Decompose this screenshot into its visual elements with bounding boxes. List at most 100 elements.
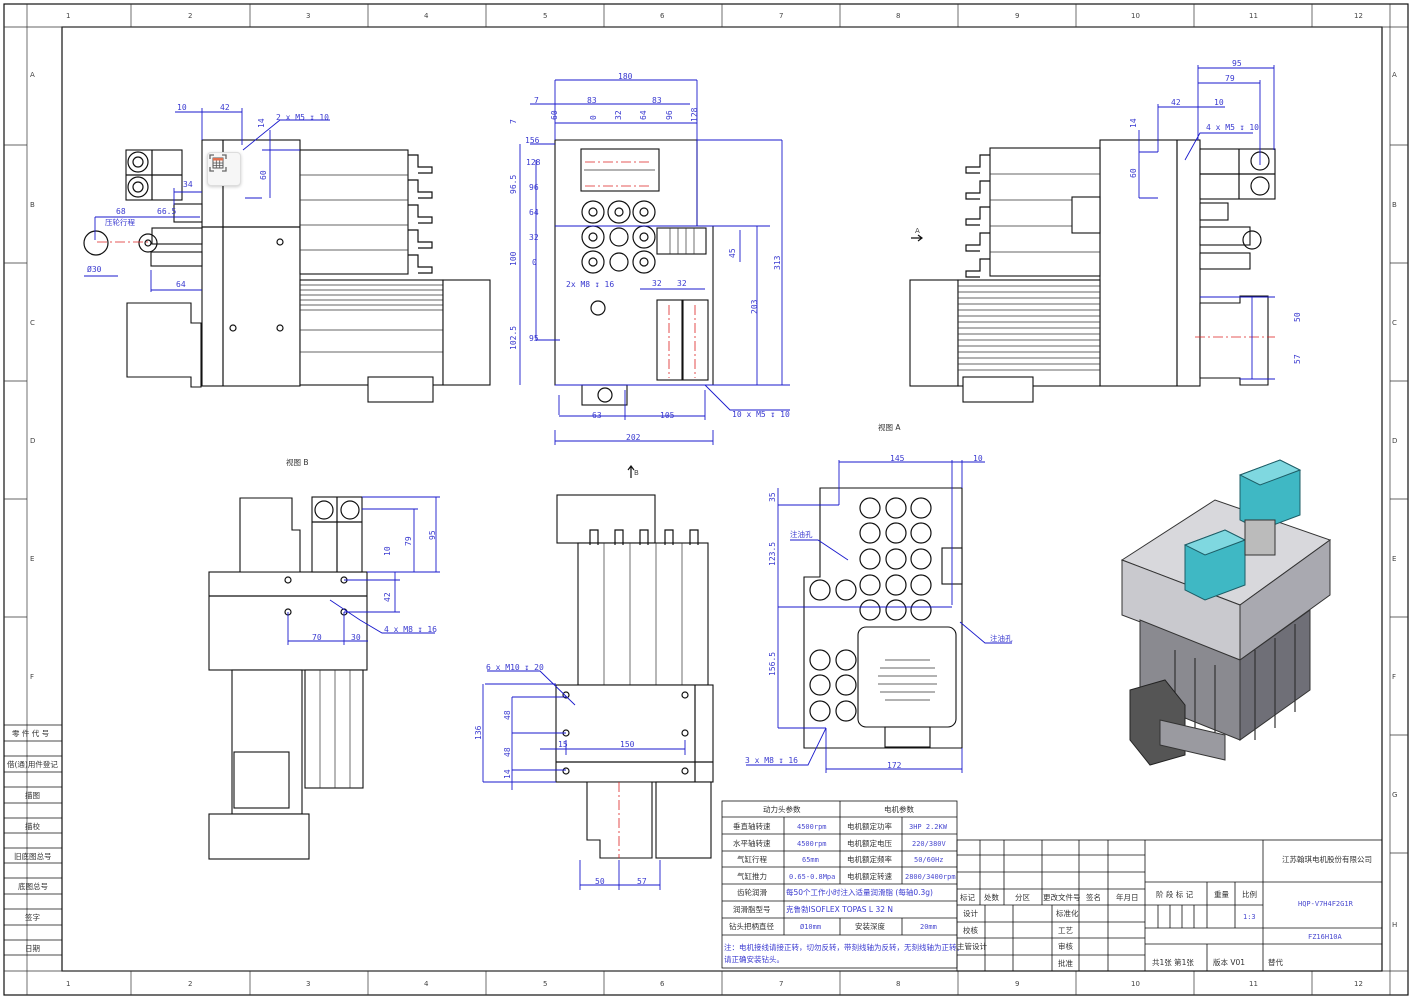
drawing-label: 145 bbox=[890, 454, 905, 463]
drawing-label: 0.65-0.8Mpa bbox=[789, 873, 835, 881]
isometric-3d-render bbox=[1120, 459, 1332, 766]
drawing-label: 63 bbox=[592, 411, 602, 420]
drawing-label: 垂直轴转速 bbox=[733, 821, 771, 831]
drawing-label: 6 x M10 ↧ 20 bbox=[486, 663, 544, 672]
drawing-label: 签字 bbox=[25, 912, 40, 922]
drawing-label: 10 bbox=[1214, 98, 1224, 107]
drawing-label: 50 bbox=[595, 877, 605, 886]
drawing-label: 7 bbox=[779, 12, 783, 20]
drawing-label: 注油孔 bbox=[790, 529, 813, 539]
drawing-label: 10 bbox=[177, 103, 187, 112]
drawing-label: 处数 bbox=[984, 892, 999, 902]
drawing-label: 2800/3400rpm bbox=[905, 873, 956, 881]
drawing-label: 电机额定频率 bbox=[847, 854, 892, 864]
drawing-label: 2 bbox=[188, 980, 192, 988]
drawing-label: 128 bbox=[526, 158, 541, 167]
drawing-label: 12 bbox=[1354, 12, 1363, 20]
drawing-label: 35 bbox=[768, 492, 777, 502]
drawing-label: HQP-V7H4F2G1R bbox=[1298, 900, 1354, 908]
drawing-label: 分区 bbox=[1015, 893, 1031, 902]
drawing-label: 阶 段 标 记 bbox=[1156, 889, 1194, 899]
drawing-label: 100 bbox=[509, 251, 518, 266]
drawing-label: 95 bbox=[428, 530, 437, 540]
drawing-label: 2 x M5 ↧ 10 bbox=[276, 113, 329, 122]
drawing-label: 83 bbox=[587, 96, 597, 105]
drawing-label: 克鲁勃ISOFLEX TOPAS L 32 N bbox=[786, 904, 893, 914]
drawing-label: F bbox=[30, 673, 34, 681]
top-view-center-dimensions: 180 7 83 83 60 0 32 64 96 128 7 156 128 … bbox=[509, 72, 790, 445]
drawing-label: 校核 bbox=[963, 925, 978, 935]
drawing-label: A bbox=[915, 227, 920, 235]
drawing-label: 64 bbox=[639, 110, 648, 120]
drawing-label: 标准化 bbox=[1056, 908, 1079, 918]
drawing-label: 主管设计 bbox=[957, 941, 987, 951]
drawing-label: 11 bbox=[1249, 12, 1258, 20]
drawing-label: 203 bbox=[750, 299, 759, 314]
drawing-label: 注：电机接线请接正转，切勿反转，带刻线轴为反转，无刻线轴为正转。 bbox=[724, 942, 964, 952]
drawing-label: 66.5 bbox=[157, 207, 176, 216]
drawing-label: 65mm bbox=[802, 856, 819, 864]
drawing-label: 4 x M8 ↧ 16 bbox=[384, 625, 437, 634]
drawing-label: 4500rpm bbox=[797, 823, 827, 831]
drawing-label: 20mm bbox=[920, 923, 937, 931]
zone-column-dividers bbox=[4, 4, 1408, 995]
drawing-label: E bbox=[30, 555, 34, 563]
drawing-label: 57 bbox=[1293, 354, 1302, 364]
drawing-label: 重量 bbox=[1214, 890, 1230, 899]
drawing-label: 10 bbox=[1131, 980, 1140, 988]
drawing-label: 审核 bbox=[1058, 941, 1074, 951]
drawing-label: 70 bbox=[312, 633, 322, 642]
zone-column-labels-top: 1 2 3 4 5 6 7 8 9 10 11 12 bbox=[66, 12, 1363, 20]
drawing-label: 江苏翰琪电机股份有限公司 bbox=[1282, 854, 1372, 864]
drawing-label: 6 bbox=[660, 980, 665, 988]
drawing-label: 42 bbox=[220, 103, 230, 112]
drawing-label: 156 bbox=[525, 136, 540, 145]
drawing-label: D bbox=[1392, 437, 1397, 445]
drawing-label: 1 bbox=[66, 980, 70, 988]
drawing-label: 50/60Hz bbox=[914, 856, 944, 864]
front-view-left-dimensions: 95 79 10 42 4 x M8 ↧ 16 70 30 bbox=[287, 496, 440, 645]
drawing-label: B bbox=[1392, 201, 1397, 209]
drawing-label: 设计 bbox=[963, 908, 978, 918]
drawing-label: 32 bbox=[677, 279, 687, 288]
drawing-label: 电机额定转速 bbox=[847, 871, 892, 881]
title-block: 标记 处数 分区 更改文件号 签名 年月日 设计 校核 主管设计 标准化 工艺 … bbox=[956, 839, 1383, 972]
drawing-label: 64 bbox=[176, 280, 186, 289]
drawing-label: D bbox=[30, 437, 35, 445]
drawing-label: 每50个工作小时注入适量润滑脂 (每轴0.3g) bbox=[786, 887, 933, 897]
front-view-center-dimensions: 6 x M10 ↧ 20 136 48 48 14 15 150 50 57 bbox=[474, 663, 686, 890]
drawing-label: 签名 bbox=[1086, 892, 1101, 902]
drawing-label: 电机参数 bbox=[884, 804, 914, 814]
drawing-label: 123.5 bbox=[768, 542, 777, 566]
drawing-label: 79 bbox=[404, 536, 413, 546]
drawing-label: 60 bbox=[1129, 168, 1138, 178]
bottom-view-right-dimensions: 145 10 35 123.5 156.5 注油孔 注油孔 3 x M8 ↧ 1… bbox=[745, 454, 1013, 773]
drawing-label: 润滑脂型号 bbox=[733, 904, 771, 914]
drawing-label: 11 bbox=[1249, 980, 1258, 988]
table-select-tool-button[interactable] bbox=[207, 152, 241, 186]
drawing-label: 电机额定功率 bbox=[847, 821, 892, 831]
drawing-label: 96 bbox=[529, 183, 539, 192]
drawing-label: Ø30 bbox=[87, 264, 102, 274]
drawing-label: 7 bbox=[509, 119, 518, 124]
view-a-label: 视图 A bbox=[878, 422, 901, 432]
drawing-label: 42 bbox=[1171, 98, 1181, 107]
drawing-label: 借(通)用件登记 bbox=[7, 759, 58, 769]
drawing-label: 6 bbox=[660, 12, 665, 20]
drawing-label: 68 bbox=[116, 207, 126, 216]
side-view-right-dimensions: 95 79 42 10 4 x M5 ↧ 10 14 60 50 57 bbox=[1129, 59, 1302, 380]
drawing-label: 4 x M5 ↧ 10 bbox=[1206, 123, 1259, 132]
drawing-label: 10 bbox=[383, 546, 392, 556]
zone-row-labels-right: A B C D E F G H bbox=[1392, 71, 1397, 929]
drawing-label: 128 bbox=[690, 107, 699, 122]
drawing-label: 3 bbox=[306, 980, 310, 988]
drawing-label: 4 bbox=[424, 980, 429, 988]
drawing-label: 150 bbox=[620, 740, 635, 749]
drawing-label: G bbox=[1392, 791, 1397, 799]
view-b-label: 视图 B bbox=[286, 457, 309, 467]
drawing-label: 安装深度 bbox=[855, 921, 885, 931]
drawing-label: 60 bbox=[259, 170, 268, 180]
drawing-label: 48 bbox=[503, 747, 512, 757]
drawing-label: B bbox=[30, 201, 35, 209]
drawing-label: H bbox=[1392, 921, 1397, 929]
